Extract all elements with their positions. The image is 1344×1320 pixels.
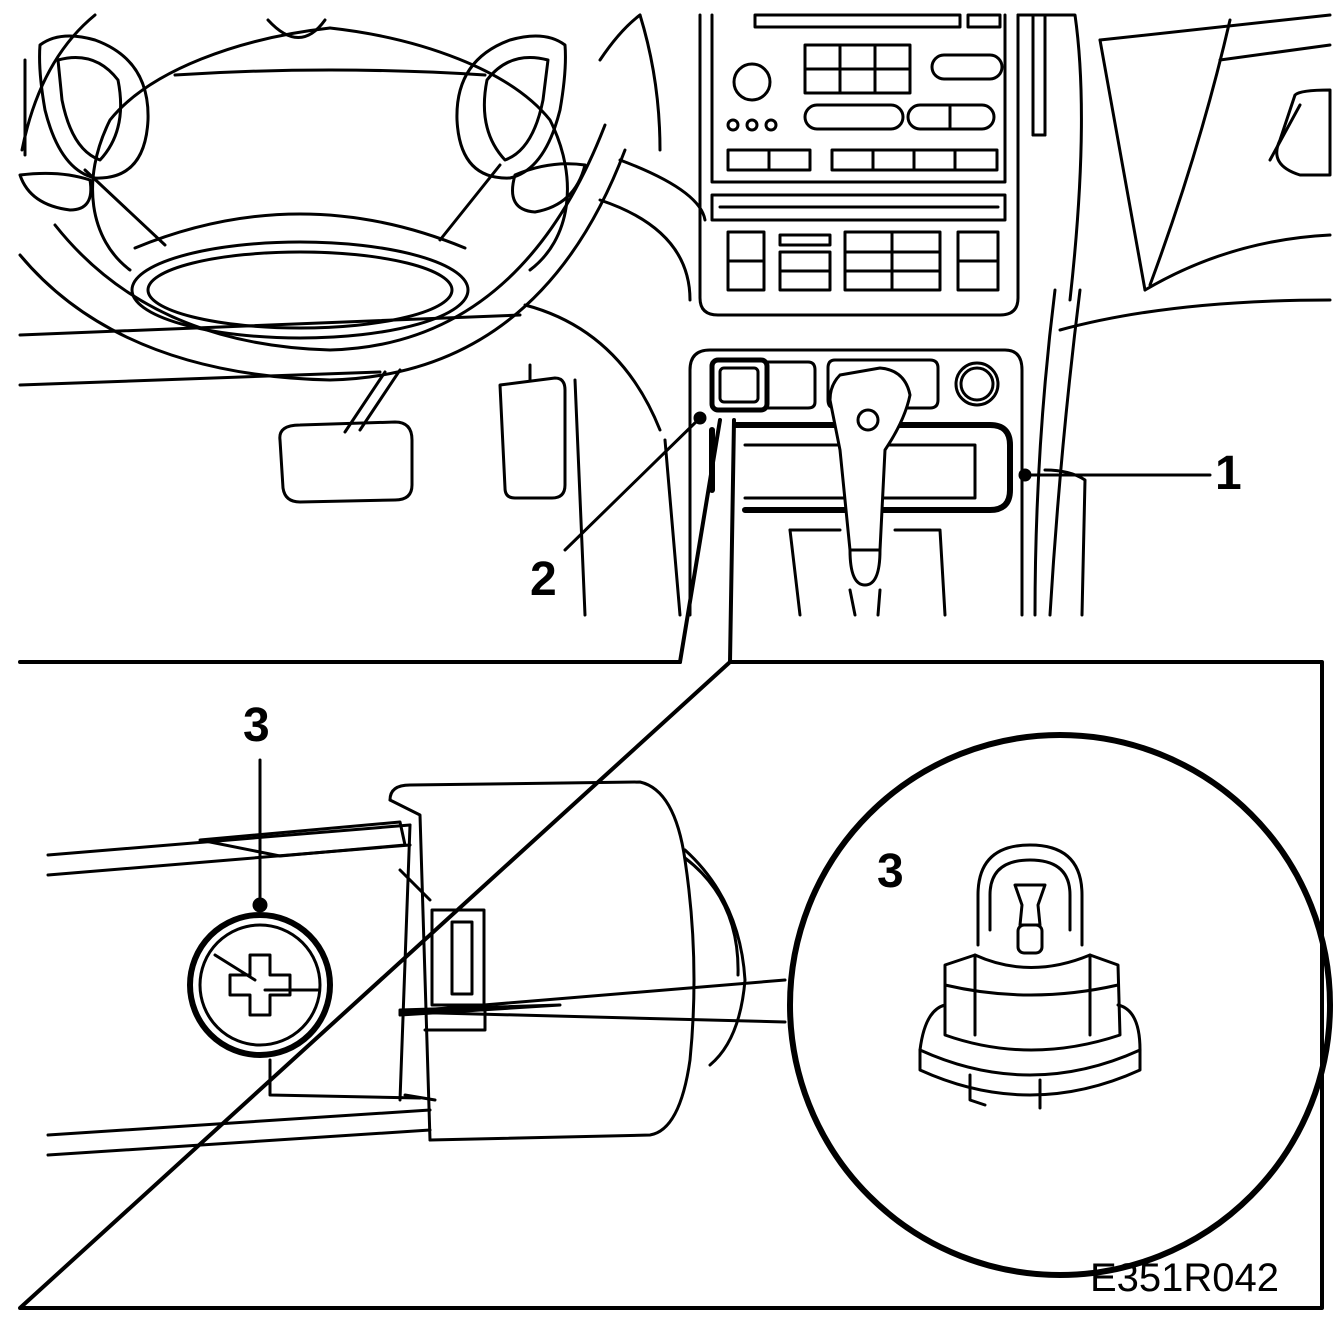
bulb-socket-screw — [187, 758, 333, 1058]
callout-label-2: 2 — [530, 553, 557, 606]
pedals — [278, 363, 587, 617]
callout-label-3-zoom: 3 — [877, 845, 904, 898]
bulb-icon — [918, 843, 1142, 1110]
dashboard-overview — [18, 13, 1332, 617]
radio-panel — [698, 13, 1047, 317]
steering-wheel — [18, 13, 642, 382]
figure-code: E351R042 — [1090, 1256, 1280, 1300]
callout-label-3-pointer: 3 — [243, 699, 270, 752]
switch-body — [268, 780, 747, 1142]
callout-label-1: 1 — [1215, 447, 1242, 500]
detail-inset — [18, 660, 1333, 1310]
center-console — [663, 288, 1087, 617]
